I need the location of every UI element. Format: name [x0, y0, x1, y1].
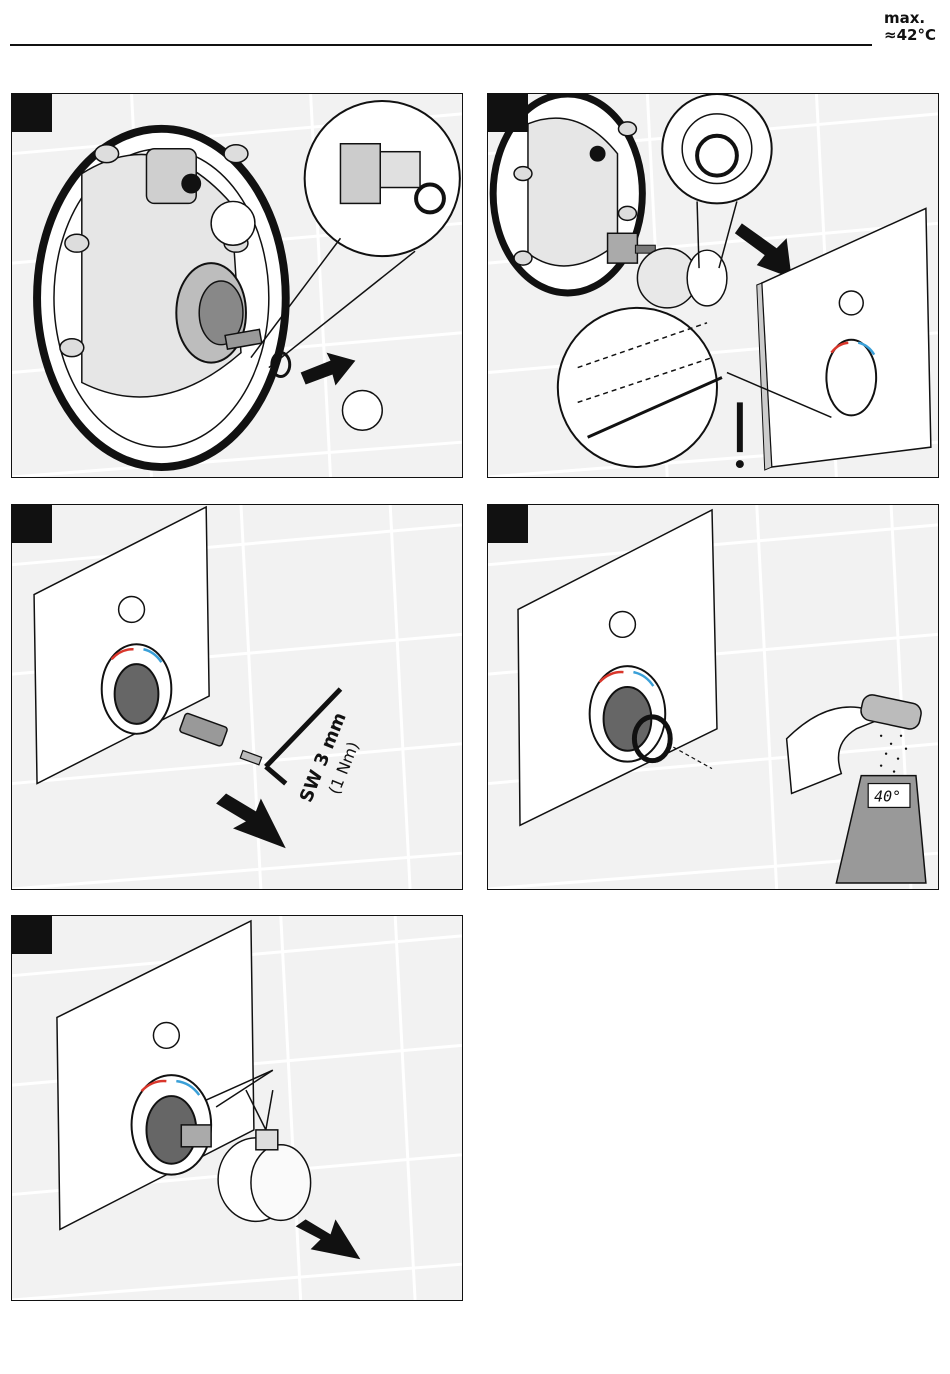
- thermometer-display: 40°: [874, 787, 901, 805]
- step-number-badge: [12, 916, 52, 954]
- push-arrow-icon: [216, 793, 286, 848]
- max-temperature-value: ≈42°C: [884, 27, 936, 43]
- panel-step-3: SW 3 mm (1 Nm): [11, 504, 463, 890]
- illustration-cartridge-install: [12, 94, 462, 477]
- push-arrow-icon: [735, 223, 792, 278]
- step-number-badge: [12, 94, 52, 132]
- panel-step-1: [11, 93, 463, 478]
- panel-step-5: [11, 915, 463, 1301]
- panel-step-4: 40°: [487, 504, 939, 890]
- max-temperature-label: max.: [884, 10, 925, 26]
- illustration-stop-screw: SW 3 mm (1 Nm): [12, 505, 462, 889]
- detail-magnifier: [662, 94, 771, 203]
- detail-magnifier: [558, 308, 717, 467]
- power-button-icon: [610, 611, 636, 637]
- step-number-badge: [12, 505, 52, 543]
- power-button-icon: [839, 291, 863, 315]
- step-number-badge: [488, 505, 528, 543]
- header-rule: [10, 44, 872, 46]
- callout-circle: [211, 201, 255, 245]
- power-button-icon: [119, 597, 145, 623]
- power-button-icon: [153, 1022, 179, 1048]
- warning-exclamation-icon: [737, 402, 743, 452]
- illustration-sleeve-install: [488, 94, 938, 477]
- push-arrow-icon: [301, 353, 356, 386]
- step-number-badge: [488, 94, 528, 132]
- callout-circle: [342, 390, 382, 430]
- panel-step-2: [487, 93, 939, 478]
- illustration-handle-install: [12, 916, 462, 1300]
- shower-head-icon: [859, 693, 923, 731]
- push-arrow-icon: [296, 1219, 361, 1259]
- illustration-temperature-calibration: 40°: [488, 505, 938, 889]
- trim-plate: [34, 507, 209, 784]
